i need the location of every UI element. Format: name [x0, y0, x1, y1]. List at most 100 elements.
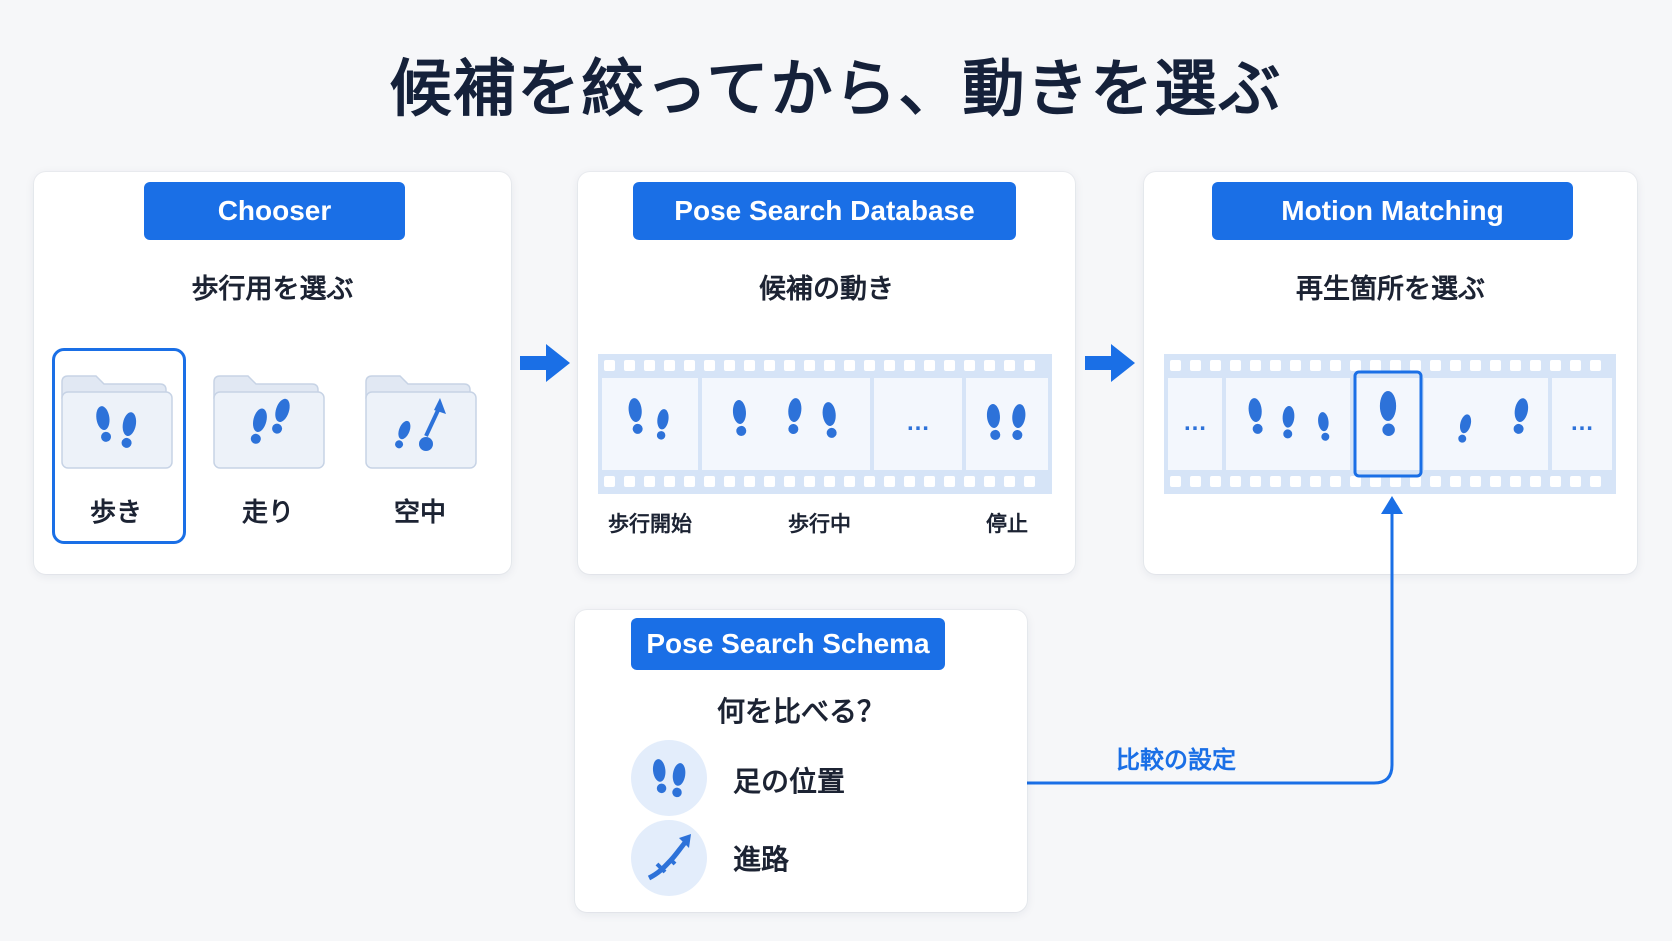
- film-perforation: [1370, 360, 1381, 371]
- film-perforation: [1510, 360, 1521, 371]
- page-title: 候補を絞ってから、動きを選ぶ: [389, 52, 1283, 125]
- film-perforation: [1310, 476, 1321, 487]
- folder-label-air: 空中: [393, 498, 446, 528]
- film-perforation: [864, 360, 875, 371]
- film-perforation: [804, 360, 815, 371]
- film-perforation: [844, 476, 855, 487]
- link-label: 比較の設定: [1116, 746, 1236, 774]
- film-perforation: [1230, 360, 1241, 371]
- film-perforation: [1350, 360, 1361, 371]
- database-card: Pose Search Database 候補の動き … 歩行開始 歩行中 停止: [578, 172, 1075, 574]
- film-perforation: [1430, 360, 1441, 371]
- database-subtitle: 候補の動き: [759, 274, 894, 305]
- film-perforation: [1490, 476, 1501, 487]
- database-header: Pose Search Database: [633, 182, 1016, 240]
- film-perforation: [884, 360, 895, 371]
- film-perforation: [664, 476, 675, 487]
- ellipsis: …: [906, 409, 930, 436]
- film-perforation: [984, 360, 995, 371]
- film-perforation: [924, 360, 935, 371]
- film-perforation: [604, 476, 615, 487]
- film-perforation: [1590, 476, 1601, 487]
- film-perforation: [1350, 476, 1361, 487]
- label-walking: 歩行中: [788, 512, 851, 536]
- film-perforation: [1250, 476, 1261, 487]
- film-perforation: [684, 476, 695, 487]
- film-perforation: [1270, 360, 1281, 371]
- film-perforation: [764, 360, 775, 371]
- folder-label-walk: 歩き: [89, 498, 142, 528]
- film-perforation: [984, 476, 995, 487]
- folder-icon[interactable]: [208, 368, 328, 473]
- trajectory-arrow-icon: [631, 820, 707, 896]
- ellipsis: …: [1570, 409, 1594, 436]
- film-perforation: [1550, 360, 1561, 371]
- film-perforation: [764, 476, 775, 487]
- film-perforation: [1190, 476, 1201, 487]
- film-perforation: [1330, 360, 1341, 371]
- footprints-icon: [631, 740, 707, 816]
- film-perforation: [1590, 360, 1601, 371]
- film-perforation: [1024, 476, 1035, 487]
- film-perforation: [704, 360, 715, 371]
- film-perforation: [1570, 476, 1581, 487]
- film-perforation: [1410, 360, 1421, 371]
- film-strip: … …: [1164, 354, 1616, 494]
- flow-arrow-icon: [1085, 344, 1135, 382]
- film-perforation: [1170, 476, 1181, 487]
- film-perforation: [1024, 360, 1035, 371]
- film-perforation: [904, 476, 915, 487]
- film-perforation: [1490, 360, 1501, 371]
- folder-icon[interactable]: [56, 368, 176, 473]
- film-perforation: [1170, 360, 1181, 371]
- folder-icon[interactable]: [360, 368, 480, 473]
- film-perforation: [804, 476, 815, 487]
- film-perforation: [624, 476, 635, 487]
- film-perforation: [1190, 360, 1201, 371]
- film-perforation: [1510, 476, 1521, 487]
- schema-item-label: 進路: [733, 843, 790, 876]
- film-strip: …: [598, 354, 1052, 494]
- film-perforation: [1004, 476, 1015, 487]
- film-perforation: [1390, 360, 1401, 371]
- film-perforation: [964, 360, 975, 371]
- film-perforation: [1310, 360, 1321, 371]
- film-perforation: [944, 476, 955, 487]
- schema-question: 何を比べる？: [716, 695, 885, 728]
- film-perforation: [844, 360, 855, 371]
- film-perforation: [604, 360, 615, 371]
- film-perforation: [724, 360, 735, 371]
- matching-card: Motion Matching 再生箇所を選ぶ … …: [1144, 172, 1637, 574]
- schema-item-label: 足の位置: [733, 765, 846, 798]
- label-walk-start: 歩行開始: [608, 512, 692, 536]
- jump-arrow-icon: [392, 398, 446, 451]
- film-perforation: [1470, 476, 1481, 487]
- chooser-header: Chooser: [144, 182, 405, 240]
- film-perforation: [664, 360, 675, 371]
- film-perforation: [704, 476, 715, 487]
- film-perforation: [1570, 360, 1581, 371]
- film-perforation: [1004, 360, 1015, 371]
- film-perforation: [784, 476, 795, 487]
- ellipsis: …: [1183, 409, 1207, 436]
- flow-arrow-icon: [520, 344, 570, 382]
- film-perforation: [784, 360, 795, 371]
- film-perforation: [624, 360, 635, 371]
- folder-label-run: 走り: [241, 498, 294, 528]
- film-perforation: [1410, 476, 1421, 487]
- film-perforation: [744, 360, 755, 371]
- film-perforation: [1430, 476, 1441, 487]
- film-perforation: [724, 476, 735, 487]
- film-perforation: [1450, 360, 1461, 371]
- film-perforation: [744, 476, 755, 487]
- matching-header: Motion Matching: [1212, 182, 1573, 240]
- film-perforation: [1210, 360, 1221, 371]
- film-perforation: [924, 476, 935, 487]
- playhead-highlight: [1353, 370, 1423, 478]
- film-perforation: [644, 360, 655, 371]
- matching-subtitle: 再生箇所を選ぶ: [1296, 274, 1485, 305]
- film-perforation: [1390, 476, 1401, 487]
- film-perforation: [904, 360, 915, 371]
- film-perforation: [1470, 360, 1481, 371]
